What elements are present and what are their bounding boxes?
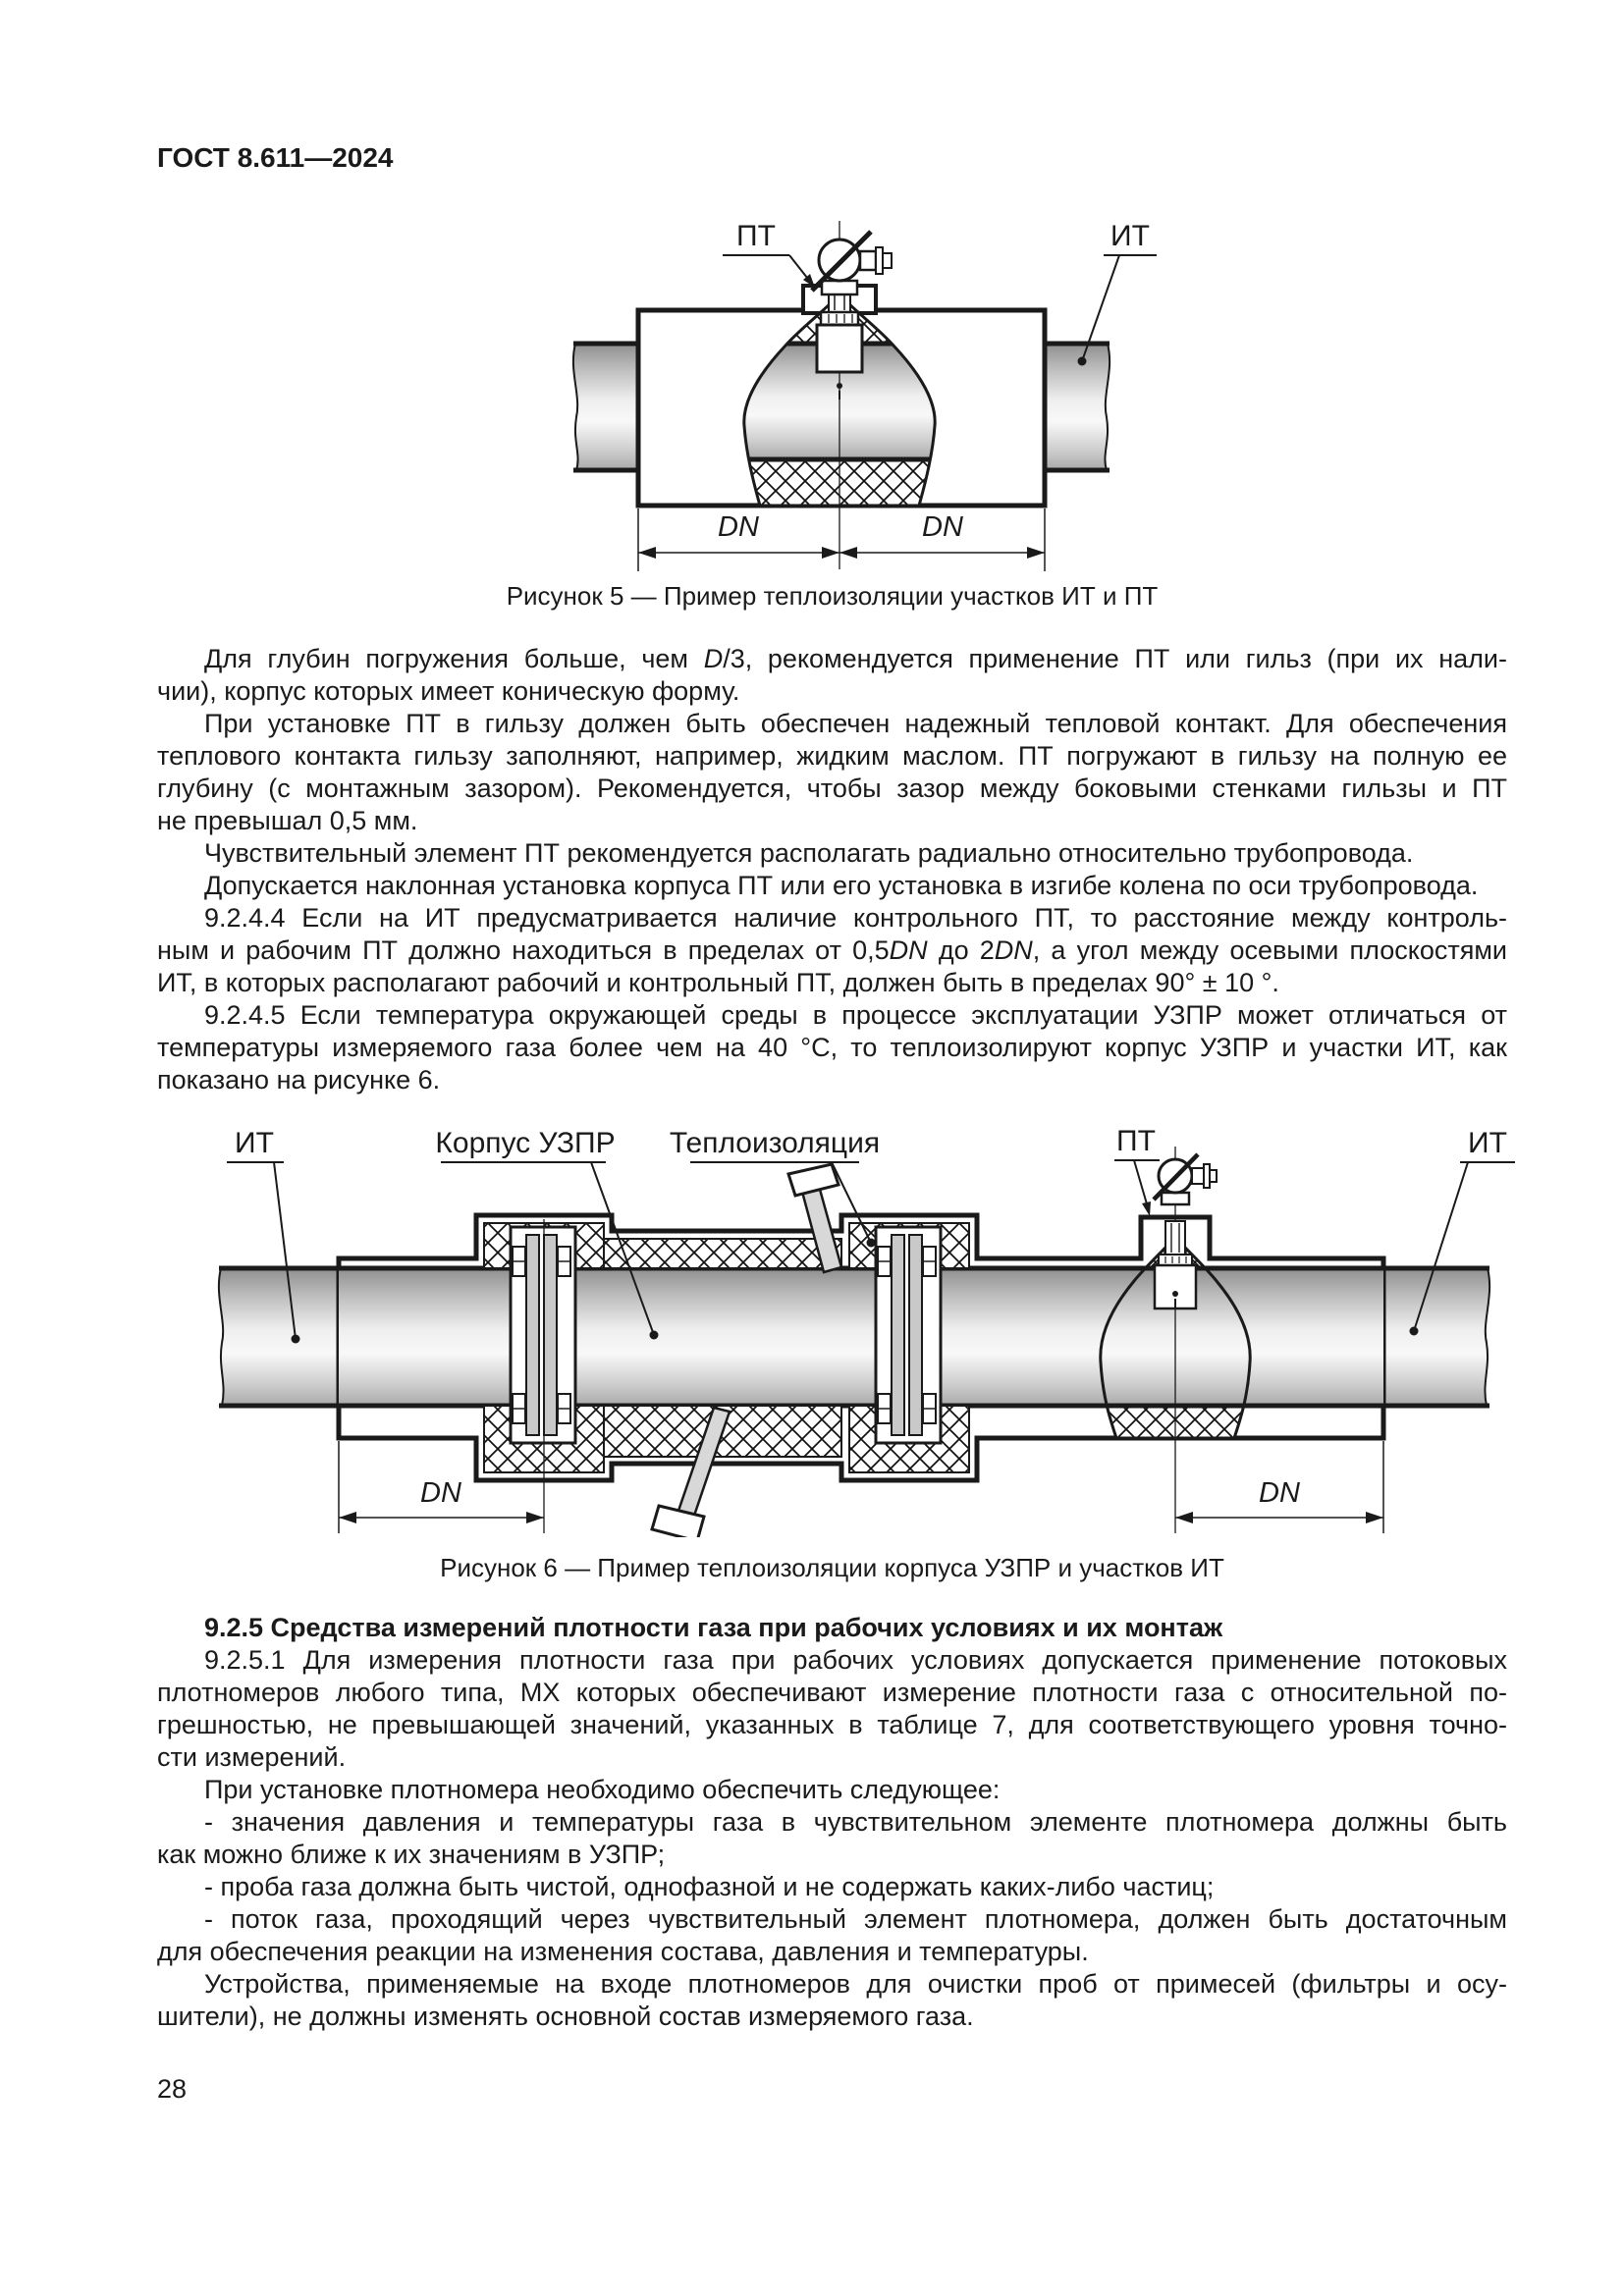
- text-line: как можно ближе к их значениям в УЗПР;: [157, 1840, 666, 1869]
- fig6-label-insulation: Теплоизоляция: [670, 1127, 880, 1248]
- fig6-label-pt: ПТ: [1114, 1125, 1160, 1216]
- fig5-it-text: ИТ: [1110, 220, 1150, 252]
- paragraphs-section-2: 9.2.5 Средства измерений плотности газа …: [157, 1612, 1507, 2033]
- fig6-right-pipe: [1382, 1265, 1491, 1409]
- text-line: 9.2.4.5 Если температура окружающей сред…: [204, 1000, 1507, 1030]
- text-line: 9.2.5.1 Для измерения плотности газа при…: [204, 1645, 1507, 1675]
- text-line: показано на рисунке 6.: [157, 1065, 441, 1095]
- text-line: - поток газа, проходящий через чувствите…: [204, 1904, 1507, 1934]
- figure6-diagram: ИТ Корпус УЗПР Теплоизоляция ПТ ИТ: [217, 1125, 1515, 1537]
- text-line: шители), не должны изменять основной сос…: [157, 2002, 974, 2031]
- text-line: теплового контакта гильзу заполняют, нап…: [157, 741, 1507, 771]
- text-line: плотномеров любого типа, МХ которых обес…: [157, 1678, 1507, 1707]
- text-line: ИТ, в которых располагают рабочий и конт…: [157, 968, 1279, 997]
- page-number: 28: [157, 2074, 188, 2104]
- fig6-insulation-hatch: [483, 1222, 970, 1473]
- text-line: для обеспечения реакции на изменения сос…: [157, 1937, 1089, 1966]
- text-line: чии), корпус которых имеет коническую фо…: [157, 676, 740, 706]
- fig6-body-text: Корпус УЗПР: [435, 1127, 615, 1159]
- fig6-insulation-text: Теплоизоляция: [670, 1127, 880, 1159]
- text-line: Для глубин погружения больше, чем D/3, р…: [204, 644, 1507, 673]
- text-line: ным и рабочим ПТ должно находиться в пре…: [157, 935, 1507, 965]
- text-line: грешностью, не превышающей значений, ука…: [157, 1710, 1507, 1739]
- text-line: сти измерений.: [157, 1742, 347, 1772]
- fig5-left-pipe: [571, 341, 639, 473]
- text-line: При установке плотномера необходимо обес…: [204, 1775, 1001, 1804]
- fig6-pt-sensor-icon: [1152, 1152, 1218, 1206]
- fig5-dn-left: DN: [718, 511, 759, 543]
- fig6-thermowell: [1153, 1220, 1198, 1310]
- fig6-dimensions: DN DN: [338, 1441, 1384, 1533]
- fig6-left-pipe: [217, 1265, 340, 1409]
- fig5-dimensions: DN DN: [637, 508, 1046, 571]
- text-line: глубину (с монтажным зазором). Рекоменду…: [157, 774, 1507, 803]
- fig6-bottom-probe: [650, 1406, 731, 1537]
- fig5-label-pt: ПТ: [723, 220, 815, 288]
- fig5-pt-text: ПТ: [736, 220, 776, 252]
- fig6-dn-right: DN: [1259, 1477, 1300, 1509]
- paragraphs-section-1: Для глубин погружения больше, чем D/3, р…: [157, 643, 1507, 1096]
- text-line: температуры измеряемого газа более чем н…: [157, 1033, 1507, 1062]
- figure6-caption: Рисунок 6 — Пример теплоизоляции корпуса…: [440, 1553, 1224, 1582]
- fig6-dn-left: DN: [420, 1477, 461, 1509]
- fig6-pt-text: ПТ: [1116, 1125, 1156, 1157]
- text-line: Устройства, применяемые на входе плотном…: [204, 1969, 1507, 1999]
- fig5-right-pipe: [1044, 341, 1111, 473]
- fig5-pt-sensor-icon: [810, 230, 893, 296]
- fig6-it-right-text: ИТ: [1468, 1127, 1507, 1159]
- fig6-label-it-right: ИТ: [1409, 1127, 1515, 1336]
- text-line: Чувствительный элемент ПТ рекомендуется …: [204, 838, 1414, 868]
- text-line: не превышал 0,5 мм.: [157, 806, 418, 835]
- figure5-diagram: ПТ ИТ DN DN: [571, 220, 1157, 571]
- figure5-caption: Рисунок 5 — Пример теплоизоляции участко…: [506, 581, 1159, 611]
- text-line: При установке ПТ в гильзу должен быть об…: [204, 709, 1507, 738]
- fig6-it-left-text: ИТ: [235, 1127, 274, 1159]
- fig6-internal-pipe: [339, 1265, 1383, 1409]
- fig6-label-it-left: ИТ: [227, 1127, 300, 1344]
- page-header: ГОСТ 8.611—2024: [157, 142, 394, 173]
- fig6-flange-left: [509, 1225, 577, 1445]
- text-line: - значения давления и температуры газа в…: [204, 1807, 1507, 1837]
- fig6-flange-right: [874, 1225, 943, 1445]
- fig6-label-body: Корпус УЗПР: [435, 1127, 659, 1340]
- text-line: 9.2.4.4 Если на ИТ предусматривается нал…: [204, 903, 1507, 933]
- fig6-top-probe: [786, 1162, 843, 1274]
- fig5-dn-right: DN: [922, 511, 963, 543]
- text-line: 9.2.5 Средства измерений плотности газа …: [204, 1613, 1223, 1642]
- fig5-label-it: ИТ: [1077, 220, 1157, 366]
- text-line: Допускается наклонная установка корпуса …: [204, 871, 1479, 900]
- text-line: - проба газа должна быть чистой, однофаз…: [204, 1872, 1215, 1901]
